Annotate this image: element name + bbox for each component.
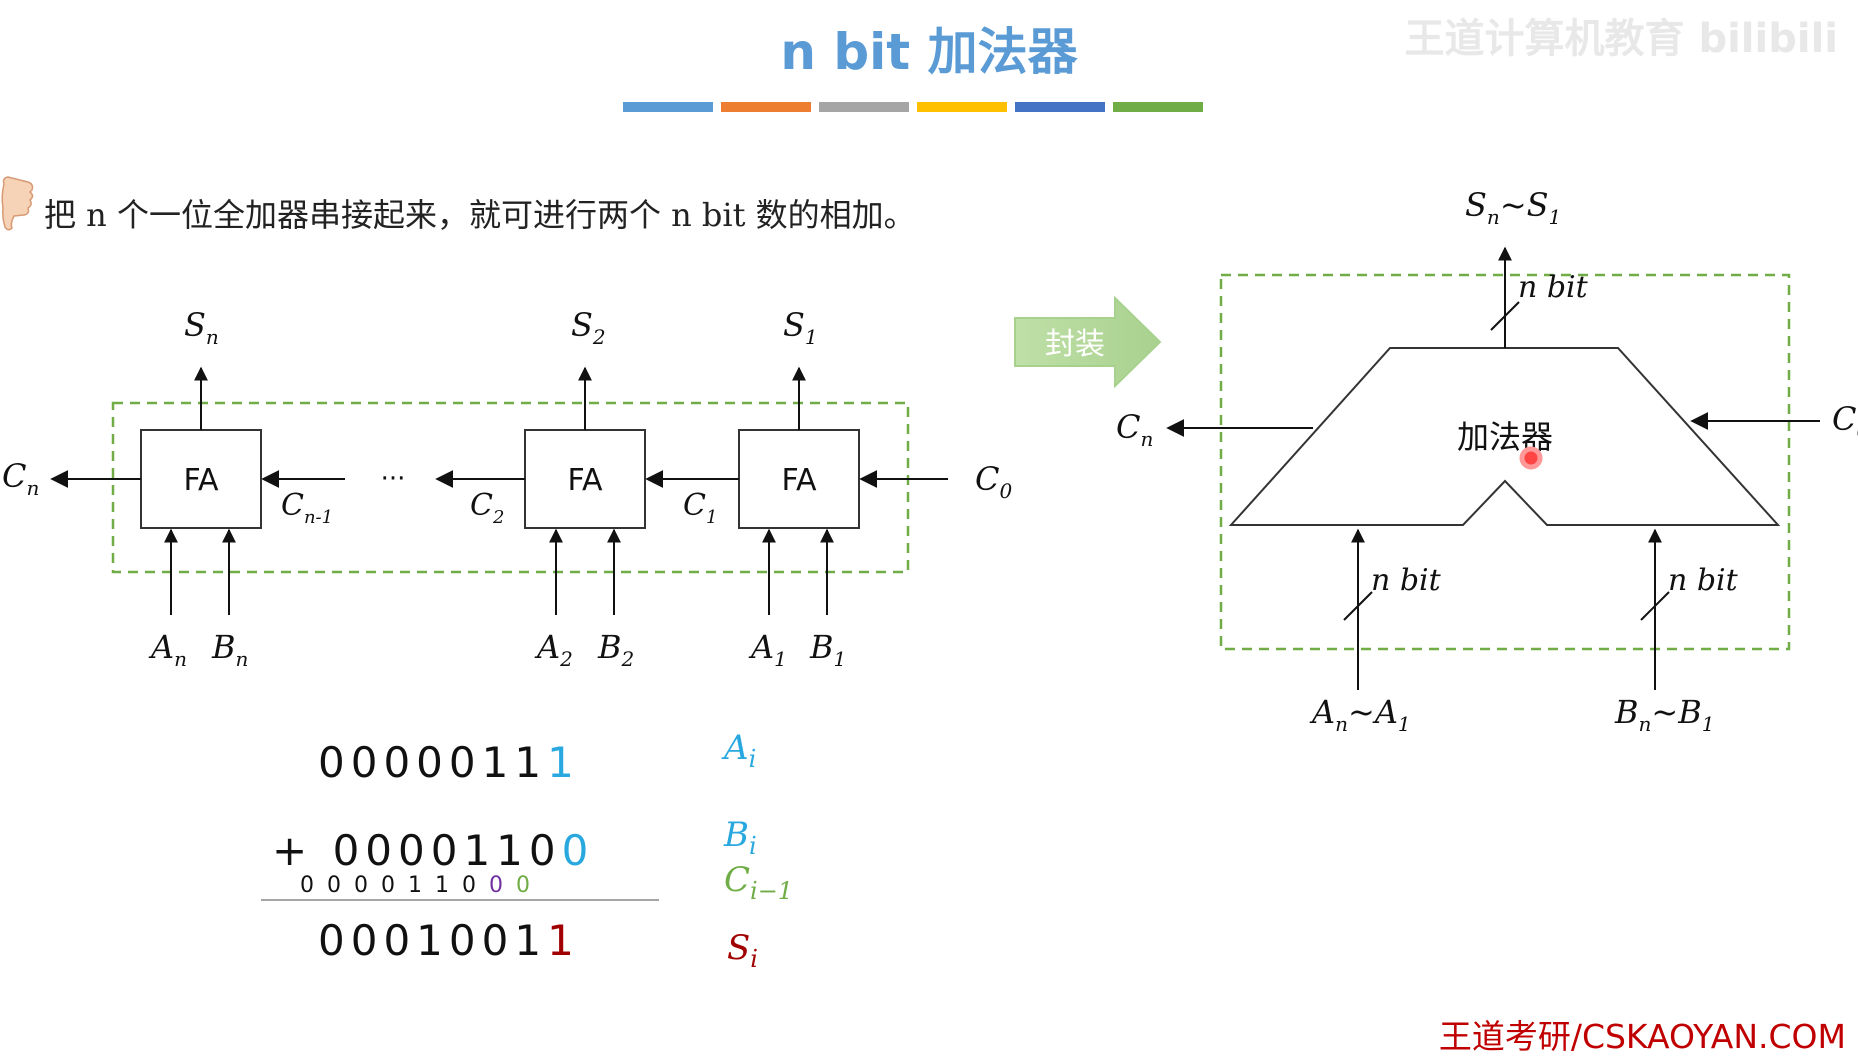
label-c0: C0 <box>975 460 1012 503</box>
color-bar <box>819 102 909 112</box>
adder-in-a-bits: n bit <box>1371 563 1442 598</box>
ellipsis: ··· <box>381 464 406 494</box>
label-s1: S1 <box>783 306 818 349</box>
label-ci-1: Ci−1 <box>724 860 794 905</box>
adder-output-label: Sn~S1 <box>1465 186 1561 229</box>
row-carry: 000011000 <box>300 873 543 898</box>
row-sum: 00010011 <box>318 916 580 965</box>
footer-brand: 王道考研/CSKAOYAN.COM <box>1438 1017 1846 1056</box>
fa-label: FA <box>781 463 817 498</box>
adder-in-b-label: Bn~B1 <box>1614 693 1714 736</box>
label-cn: Cn <box>2 457 39 500</box>
label-a1: A1 <box>748 628 787 671</box>
watermark: 王道计算机教育 bilibili <box>1404 16 1838 62</box>
label-a2: A2 <box>534 628 573 671</box>
intro-text: 把 n 个一位全加器串接起来，就可进行两个 n bit 数的相加。 <box>44 196 916 234</box>
row-b: + 00001100 <box>272 826 595 875</box>
label-si: Si <box>727 928 758 973</box>
adder-in-b-bits: n bit <box>1668 563 1739 598</box>
label-s2: S2 <box>571 306 606 349</box>
color-bar <box>1113 102 1203 112</box>
color-bar <box>1015 102 1105 112</box>
label-bn: Bn <box>211 628 248 671</box>
color-bar <box>721 102 811 112</box>
label-ai: Ai <box>724 728 757 773</box>
adder-shape <box>1228 347 1781 526</box>
fa-label: FA <box>567 463 603 498</box>
adder-carry-out-label: Cn <box>1116 408 1153 451</box>
pointer-dot <box>1519 446 1543 470</box>
label-b2: B2 <box>597 628 634 671</box>
label-c1: C1 <box>683 488 717 528</box>
encapsulate-arrow: 封装 <box>1014 295 1162 389</box>
label-b1: B1 <box>809 628 846 671</box>
color-bar <box>623 102 713 112</box>
label-an: An <box>148 628 187 671</box>
label-sn: Sn <box>184 306 219 349</box>
adder-carry-in-label: C0 <box>1832 400 1858 443</box>
fa-label: FA <box>183 463 219 498</box>
label-bi: Bi <box>724 815 757 860</box>
fa-2: FA <box>524 429 646 529</box>
fa-n: FA <box>140 429 262 529</box>
encapsulate-label: 封装 <box>1045 327 1105 362</box>
adder-out-bits: n bit <box>1518 270 1589 305</box>
ripple-frame <box>111 401 910 574</box>
row-a: 00000111 <box>318 738 580 787</box>
adder-frame <box>1219 273 1791 651</box>
color-bar <box>917 102 1007 112</box>
adder-in-a-label: An~A1 <box>1309 693 1411 736</box>
page-title: n bit 加法器 <box>780 23 1078 81</box>
fa-1: FA <box>738 429 860 529</box>
pointing-hand-icon <box>1 176 34 231</box>
label-c2: C2 <box>470 488 504 528</box>
label-cn1: Cn-1 <box>281 488 333 528</box>
